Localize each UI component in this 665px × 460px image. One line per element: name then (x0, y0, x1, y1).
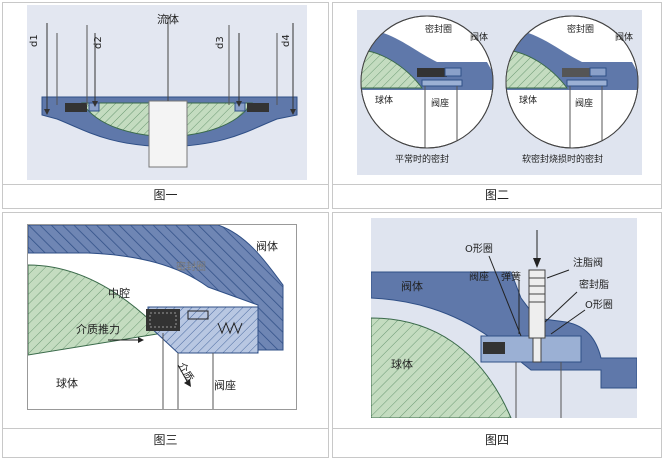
fig3-valve-body (28, 225, 284, 351)
fig2-caption: 图二 (484, 188, 509, 202)
fig4-valve-body-label: 阀体 (401, 279, 423, 293)
fig2-left-seal-ring: 密封圈 (425, 23, 452, 35)
fig2-svg: 密封圈 阀体 球体 阀座 密封圈 阀体 球体 阀座 平常时的密封 软密封烧损时的… (360, 15, 639, 165)
fig1-flow-label: 流体 (157, 12, 179, 26)
fig4-ball (371, 317, 512, 418)
fig3-svg: 密封圈 阀体 中腔 介质推力 介质 球体 阀座 (28, 225, 284, 409)
fig3-middle-chamber-label: 中腔 (108, 286, 130, 300)
fig2-left-valve-body: 阀体 (470, 31, 488, 43)
fig2-right-ball: 球体 (519, 94, 537, 106)
caption-divider-3 (2, 428, 329, 429)
fig1-label-d4: d4 (281, 34, 292, 47)
fig2-right-seal-ring: 密封圈 (567, 23, 594, 35)
fig3-panel: 密封圈 阀体 中腔 介质推力 介质 球体 阀座 (27, 224, 297, 410)
fig3-seal-ring-label: 密封圈 (176, 260, 206, 273)
fig4-spring-label: 弹簧 (501, 270, 521, 283)
fig2-right-valve-seat: 阀座 (575, 97, 593, 109)
fig1-seal-left (65, 103, 87, 112)
fig1-svg: d1 d2 d3 d4 流体 (29, 12, 298, 168)
fig1-panel: d1 d2 d3 d4 流体 (27, 5, 307, 180)
fig4-sealant-label: 密封脂 (579, 278, 609, 291)
caption-divider-2 (332, 184, 662, 185)
fig1-seal-right (247, 103, 269, 112)
fig3-medium-thrust-label: 介质推力 (76, 322, 120, 336)
fig3-seal (146, 309, 180, 331)
fig4-ball-label: 球体 (391, 357, 413, 371)
fig3-valve-seat-label: 阀座 (214, 378, 236, 392)
fig4-valve-seat-label: 阀座 (469, 270, 489, 283)
fig2-panel: 密封圈 阀体 球体 阀座 密封圈 阀体 球体 阀座 平常时的密封 软密封烧损时的… (357, 10, 642, 175)
fig4-o-ring-right-label: O形圈 (585, 299, 613, 311)
caption-divider-1 (2, 184, 329, 185)
fig4-grease-valve-label: 注脂阀 (573, 256, 603, 269)
fig4-o-ring-top-label: O形圈 (465, 243, 493, 255)
fig3-spring (217, 321, 243, 335)
fig4-panel: O形圈 注脂阀 阀座 弹簧 密封脂 阀体 O形圈 球体 (371, 218, 637, 418)
fig2-right-subcaption: 软密封烧损时的密封 (522, 153, 603, 165)
fig3-ball-label: 球体 (56, 376, 78, 390)
fig1-label-d1: d1 (29, 34, 40, 47)
fig1-label-d2: d2 (93, 36, 104, 49)
fig1-caption: 图一 (153, 188, 178, 202)
fig3-ball (28, 264, 165, 356)
fig2-left-ball: 球体 (375, 94, 393, 106)
caption-divider-4 (332, 428, 662, 429)
fig3-caption: 图三 (153, 433, 178, 447)
fig1-label-d3: d3 (215, 36, 226, 49)
fig1-stem (148, 100, 188, 168)
fig2-left-valve-seat: 阀座 (431, 97, 449, 109)
fig2-left-subcaption: 平常时的密封 (395, 153, 449, 165)
fig4-svg: O形圈 注脂阀 阀座 弹簧 密封脂 阀体 O形圈 球体 (371, 230, 637, 418)
fig3-valve-body-label: 阀体 (256, 239, 278, 253)
fig4-caption: 图四 (484, 433, 509, 447)
fig2-right-valve-body: 阀体 (615, 31, 633, 43)
fig4-grease-valve (528, 269, 546, 363)
